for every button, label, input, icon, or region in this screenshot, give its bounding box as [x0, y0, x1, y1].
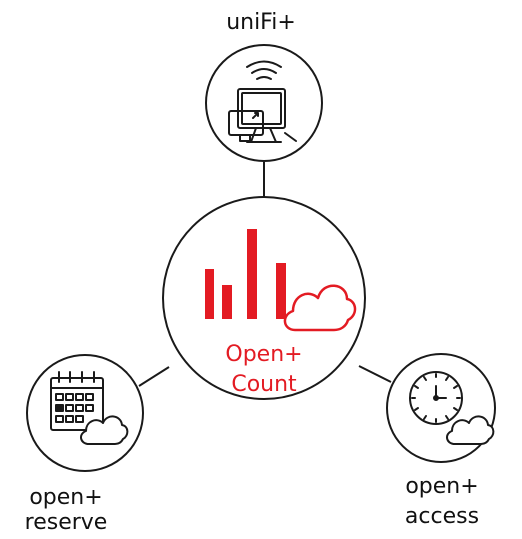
clock-tick-5 — [453, 407, 458, 411]
calendar-cloud — [80, 415, 129, 445]
wifi-arc-2 — [251, 68, 277, 74]
bar-chart-cloud-icon — [205, 229, 357, 332]
open-count-node-circle — [162, 196, 366, 400]
open-count-node: Open+ Count — [162, 196, 366, 400]
open-count-title-line2: Count — [231, 372, 297, 397]
clock-center — [433, 395, 439, 401]
calendar-cell-5 — [55, 404, 64, 412]
remote-arrow — [252, 112, 259, 119]
tv-screen — [237, 88, 286, 129]
remote-handle — [284, 132, 297, 142]
open-access-node — [386, 353, 496, 463]
open-reserve-node — [26, 354, 144, 472]
wifi-arc-1 — [246, 60, 282, 68]
bar-2 — [222, 285, 232, 319]
clock-tick-11 — [414, 385, 419, 389]
clock-tick-12 — [423, 376, 427, 381]
calendar-cell-7 — [75, 404, 84, 412]
open-reserve-label-line2: reserve — [24, 510, 108, 535]
tv-inner — [241, 92, 282, 125]
calendar-cell-4 — [85, 393, 94, 401]
unifi-node — [205, 44, 323, 162]
clock-tick-9 — [414, 407, 419, 411]
calendar-cell-10 — [65, 415, 74, 423]
clock-tick-3 — [453, 385, 458, 389]
tv-remote-wifi-icon — [228, 60, 297, 143]
calendar-cell-9 — [55, 415, 64, 423]
calendar-cell-2 — [65, 393, 74, 401]
wifi-arc-3 — [256, 76, 272, 80]
clock-tick-6 — [445, 415, 449, 420]
clock-tick-2 — [445, 376, 449, 381]
clock-cloud-icon — [409, 371, 495, 445]
cloud-outline — [283, 284, 357, 332]
bar-1 — [205, 269, 214, 319]
open-access-node-circle — [386, 353, 496, 463]
calendar-cell-11 — [75, 415, 84, 423]
clock-cloud — [446, 415, 495, 445]
calendar-cell-8 — [85, 404, 94, 412]
calendar-cell-3 — [75, 393, 84, 401]
remote-base — [239, 134, 251, 142]
open-reserve-label-line1: open+ — [29, 485, 103, 510]
clock-face — [409, 371, 463, 425]
unifi-node-circle — [205, 44, 323, 162]
open-reserve-node-circle — [26, 354, 144, 472]
connector-left — [138, 366, 170, 387]
clock-tick-8 — [423, 415, 427, 420]
open-count-title-line1: Open+ — [225, 342, 302, 367]
calendar-cell-1 — [55, 393, 64, 401]
unifi-label: uniFi+ — [226, 10, 296, 35]
open-access-label-line1: open+ — [405, 474, 479, 499]
connector-right — [358, 365, 392, 383]
bar-3 — [247, 229, 257, 319]
open-access-label-line2: access — [404, 504, 480, 529]
calendar-cloud-icon — [50, 371, 129, 445]
calendar-body — [50, 377, 104, 431]
bar-4 — [276, 263, 286, 319]
calendar-cell-6 — [65, 404, 74, 412]
